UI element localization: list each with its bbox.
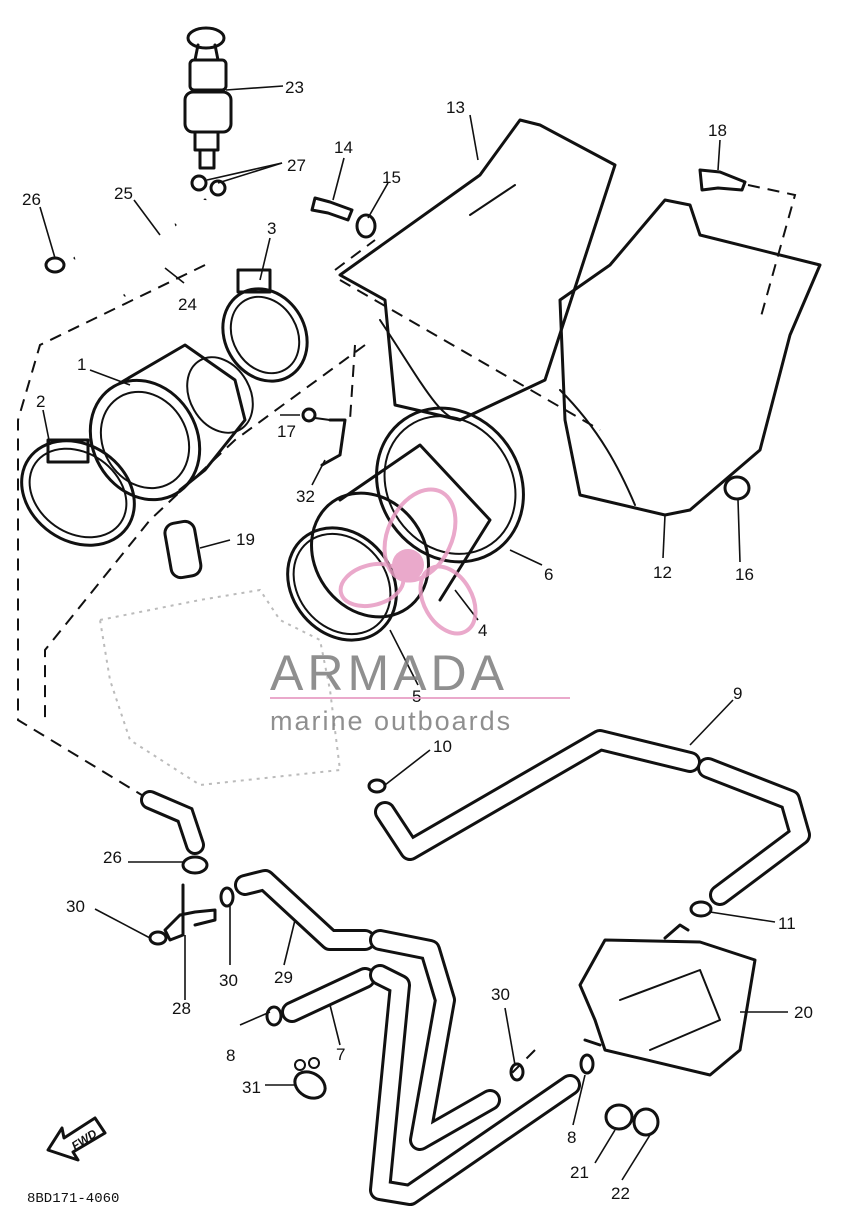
part-4-joint[interactable]	[288, 443, 492, 640]
part-29-hose[interactable]	[234, 869, 501, 1151]
callout-22[interactable]: 22	[611, 1184, 630, 1203]
callout-11[interactable]: 11	[778, 914, 796, 933]
part-1-joint[interactable]	[69, 343, 266, 520]
part-26-clamp-lower[interactable]	[181, 855, 209, 875]
callout-30-middle[interactable]: 30	[219, 971, 238, 990]
part-28-joint[interactable]	[163, 883, 217, 942]
part-11-clip[interactable]	[689, 900, 713, 918]
callout-26-upper[interactable]: 26	[22, 190, 41, 209]
part-3-band[interactable]	[206, 268, 323, 397]
part-19-cap[interactable]	[163, 519, 203, 580]
callout-30-right[interactable]: 30	[491, 985, 510, 1004]
catalog-code: 8BD171-4060	[27, 1191, 119, 1207]
callout-5[interactable]: 5	[412, 687, 421, 706]
part-9-hose[interactable]	[374, 729, 811, 906]
callout-8-right[interactable]: 8	[567, 1128, 576, 1147]
callout-27[interactable]: 27	[287, 156, 306, 175]
callout-6[interactable]: 6	[544, 565, 553, 584]
callout-25[interactable]: 25	[114, 184, 133, 203]
part-24-hose[interactable]	[122, 198, 210, 300]
part-13-cover[interactable]	[338, 118, 617, 422]
part-2-band[interactable]	[1, 419, 154, 566]
part-8-clip-right[interactable]	[579, 1053, 595, 1075]
part-27-clips[interactable]	[190, 174, 227, 197]
callout-21[interactable]: 21	[570, 1163, 589, 1182]
part-30-clip-left[interactable]	[148, 930, 168, 946]
callout-28[interactable]: 28	[172, 999, 191, 1018]
callout-8-left[interactable]: 8	[226, 1046, 235, 1065]
part-32-holder[interactable]	[320, 418, 347, 467]
callout-24[interactable]: 24	[178, 295, 197, 314]
assembly-guide-lines	[17, 184, 797, 1076]
callout-17[interactable]: 17	[277, 422, 296, 441]
callout-26-lower[interactable]: 26	[103, 848, 122, 867]
leader-lines	[39, 85, 788, 1181]
callout-18[interactable]: 18	[708, 121, 727, 140]
callout-14[interactable]: 14	[334, 138, 353, 157]
callout-20[interactable]: 20	[794, 1003, 813, 1022]
part-14-bolt[interactable]	[310, 196, 354, 222]
callout-numbers: 23 27 26 25 24 3 1 2 17 32 19 14 15 13 1…	[22, 78, 813, 1203]
part-25-hose[interactable]	[73, 220, 177, 263]
part-15-washer[interactable]	[355, 213, 377, 239]
callout-4[interactable]: 4	[478, 621, 487, 640]
callout-16[interactable]: 16	[735, 565, 754, 584]
part-30-clip-right[interactable]	[509, 1062, 525, 1082]
part-12-case[interactable]	[558, 198, 822, 517]
callout-12[interactable]: 12	[653, 563, 672, 582]
part-22-cap[interactable]	[632, 1107, 660, 1137]
fwd-arrow-icon: FWD	[46, 1116, 107, 1162]
callout-19[interactable]: 19	[236, 530, 255, 549]
part-7-hose[interactable]	[281, 964, 581, 1206]
part-16-grommet[interactable]	[723, 475, 751, 501]
part-8-clip-left[interactable]	[265, 1005, 283, 1027]
part-31-clip[interactable]	[290, 1057, 330, 1103]
callout-31[interactable]: 31	[242, 1078, 261, 1097]
part-17-screw[interactable]	[301, 407, 331, 423]
propeller-logo-icon	[338, 487, 478, 636]
brand-tagline: marine outboards	[270, 706, 512, 736]
callout-23[interactable]: 23	[285, 78, 304, 97]
callout-10[interactable]: 10	[433, 737, 452, 756]
part-6-joint[interactable]	[347, 379, 553, 590]
part-30-clip-middle[interactable]	[219, 886, 235, 908]
part-20-pump[interactable]	[578, 923, 757, 1077]
callout-9[interactable]: 9	[733, 684, 742, 703]
armada-watermark: ARMADA marine outboards	[270, 487, 570, 736]
upper-return-hose-fill	[143, 793, 202, 852]
part-18-bolt[interactable]	[698, 168, 747, 192]
part-10-clip[interactable]	[367, 778, 387, 794]
part-23-valve[interactable]	[183, 26, 233, 170]
callout-32[interactable]: 32	[296, 487, 315, 506]
brand-name: ARMADA	[270, 645, 508, 701]
callout-3[interactable]: 3	[267, 219, 276, 238]
callout-2[interactable]: 2	[36, 392, 45, 411]
callout-30-left[interactable]: 30	[66, 897, 85, 916]
callout-15[interactable]: 15	[382, 168, 401, 187]
callout-13[interactable]: 13	[446, 98, 465, 117]
callout-29[interactable]: 29	[274, 968, 293, 987]
callout-1[interactable]: 1	[77, 355, 86, 374]
part-26-clamp-upper[interactable]	[44, 256, 66, 274]
brand-underline	[270, 697, 570, 699]
part-5-o-ring[interactable]	[265, 506, 419, 662]
part-21-cap[interactable]	[604, 1103, 634, 1131]
callout-7[interactable]: 7	[336, 1045, 345, 1064]
